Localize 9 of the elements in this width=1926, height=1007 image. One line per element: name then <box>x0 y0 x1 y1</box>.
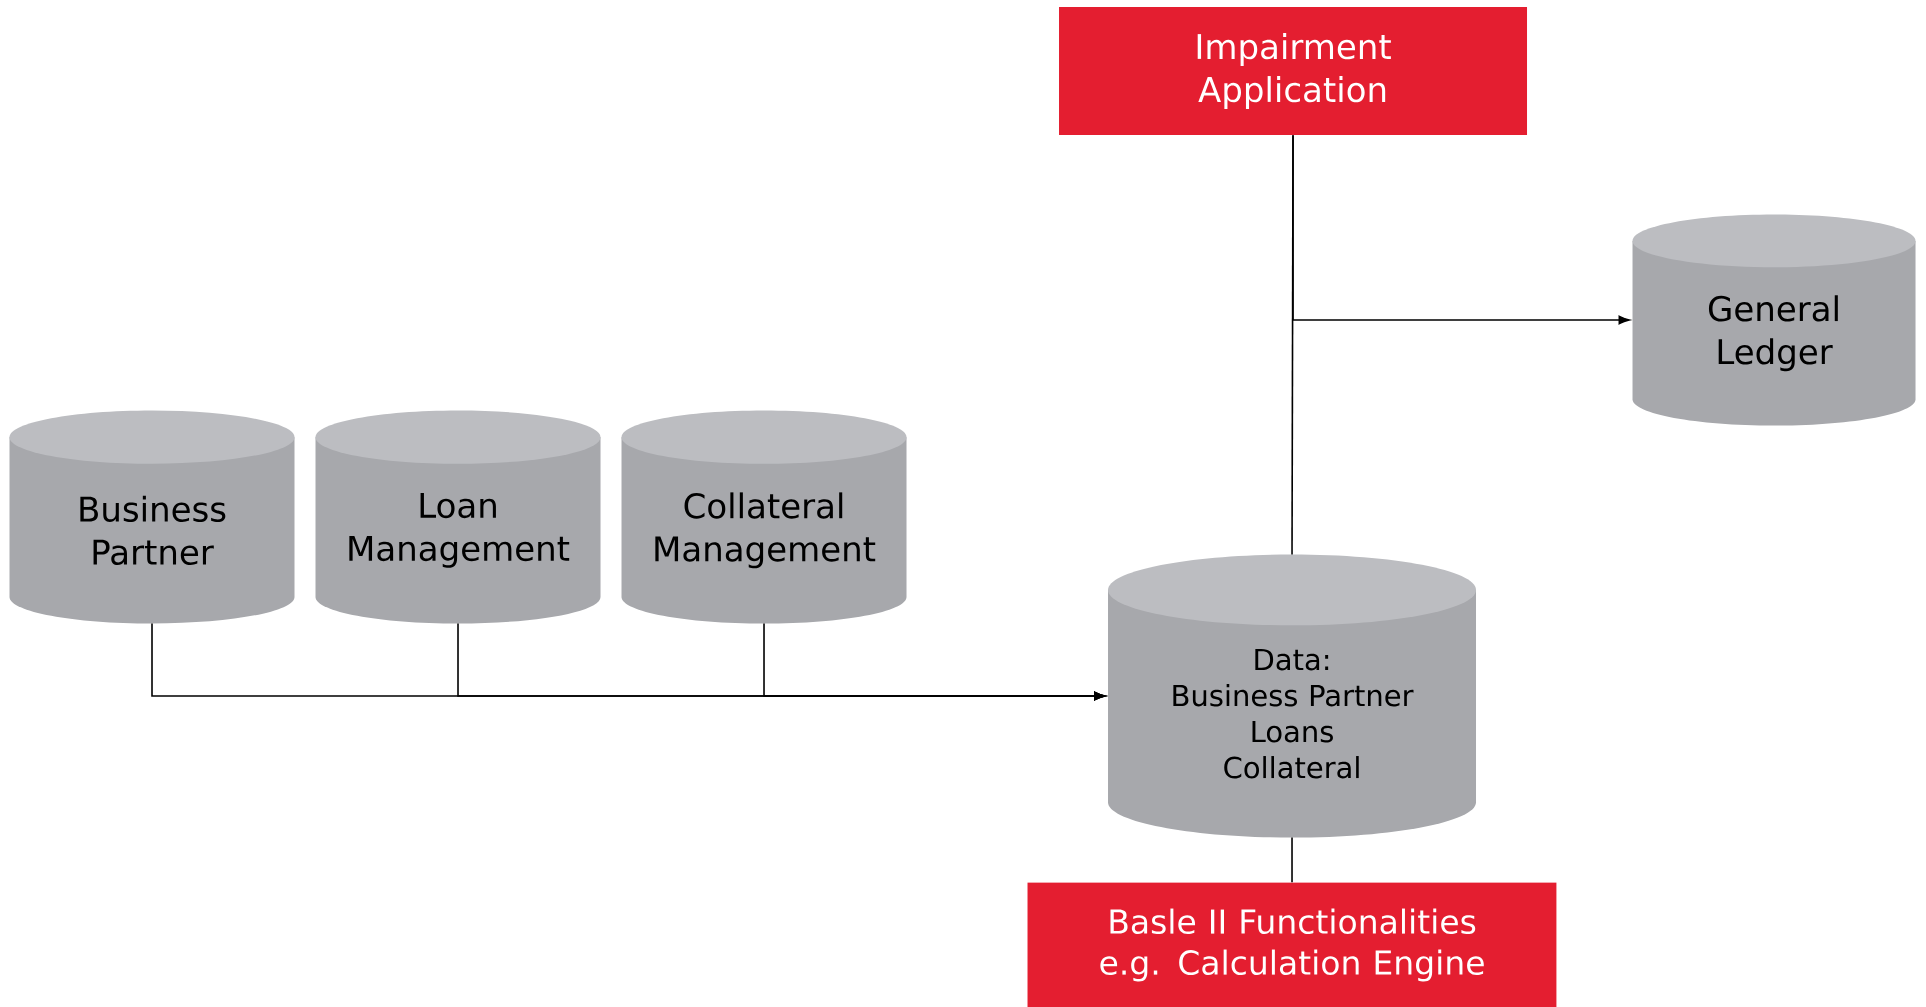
application-box: Impairment Application <box>1059 7 1527 135</box>
application-box: Basle II Functionalities e.g. Calculation Engine <box>1027 882 1557 1007</box>
database-cylinder: Business Partner <box>9 410 295 624</box>
database-cylinder: General Ledger <box>1632 214 1916 426</box>
connector-arrow <box>1292 134 1630 325</box>
database-cylinder: Collateral Management <box>621 410 907 624</box>
connector-arrow <box>763 622 1106 701</box>
database-cylinder: Loan Management <box>315 410 601 624</box>
database-cylinder: Data: Business Partner Loans Collateral <box>1108 554 1476 838</box>
